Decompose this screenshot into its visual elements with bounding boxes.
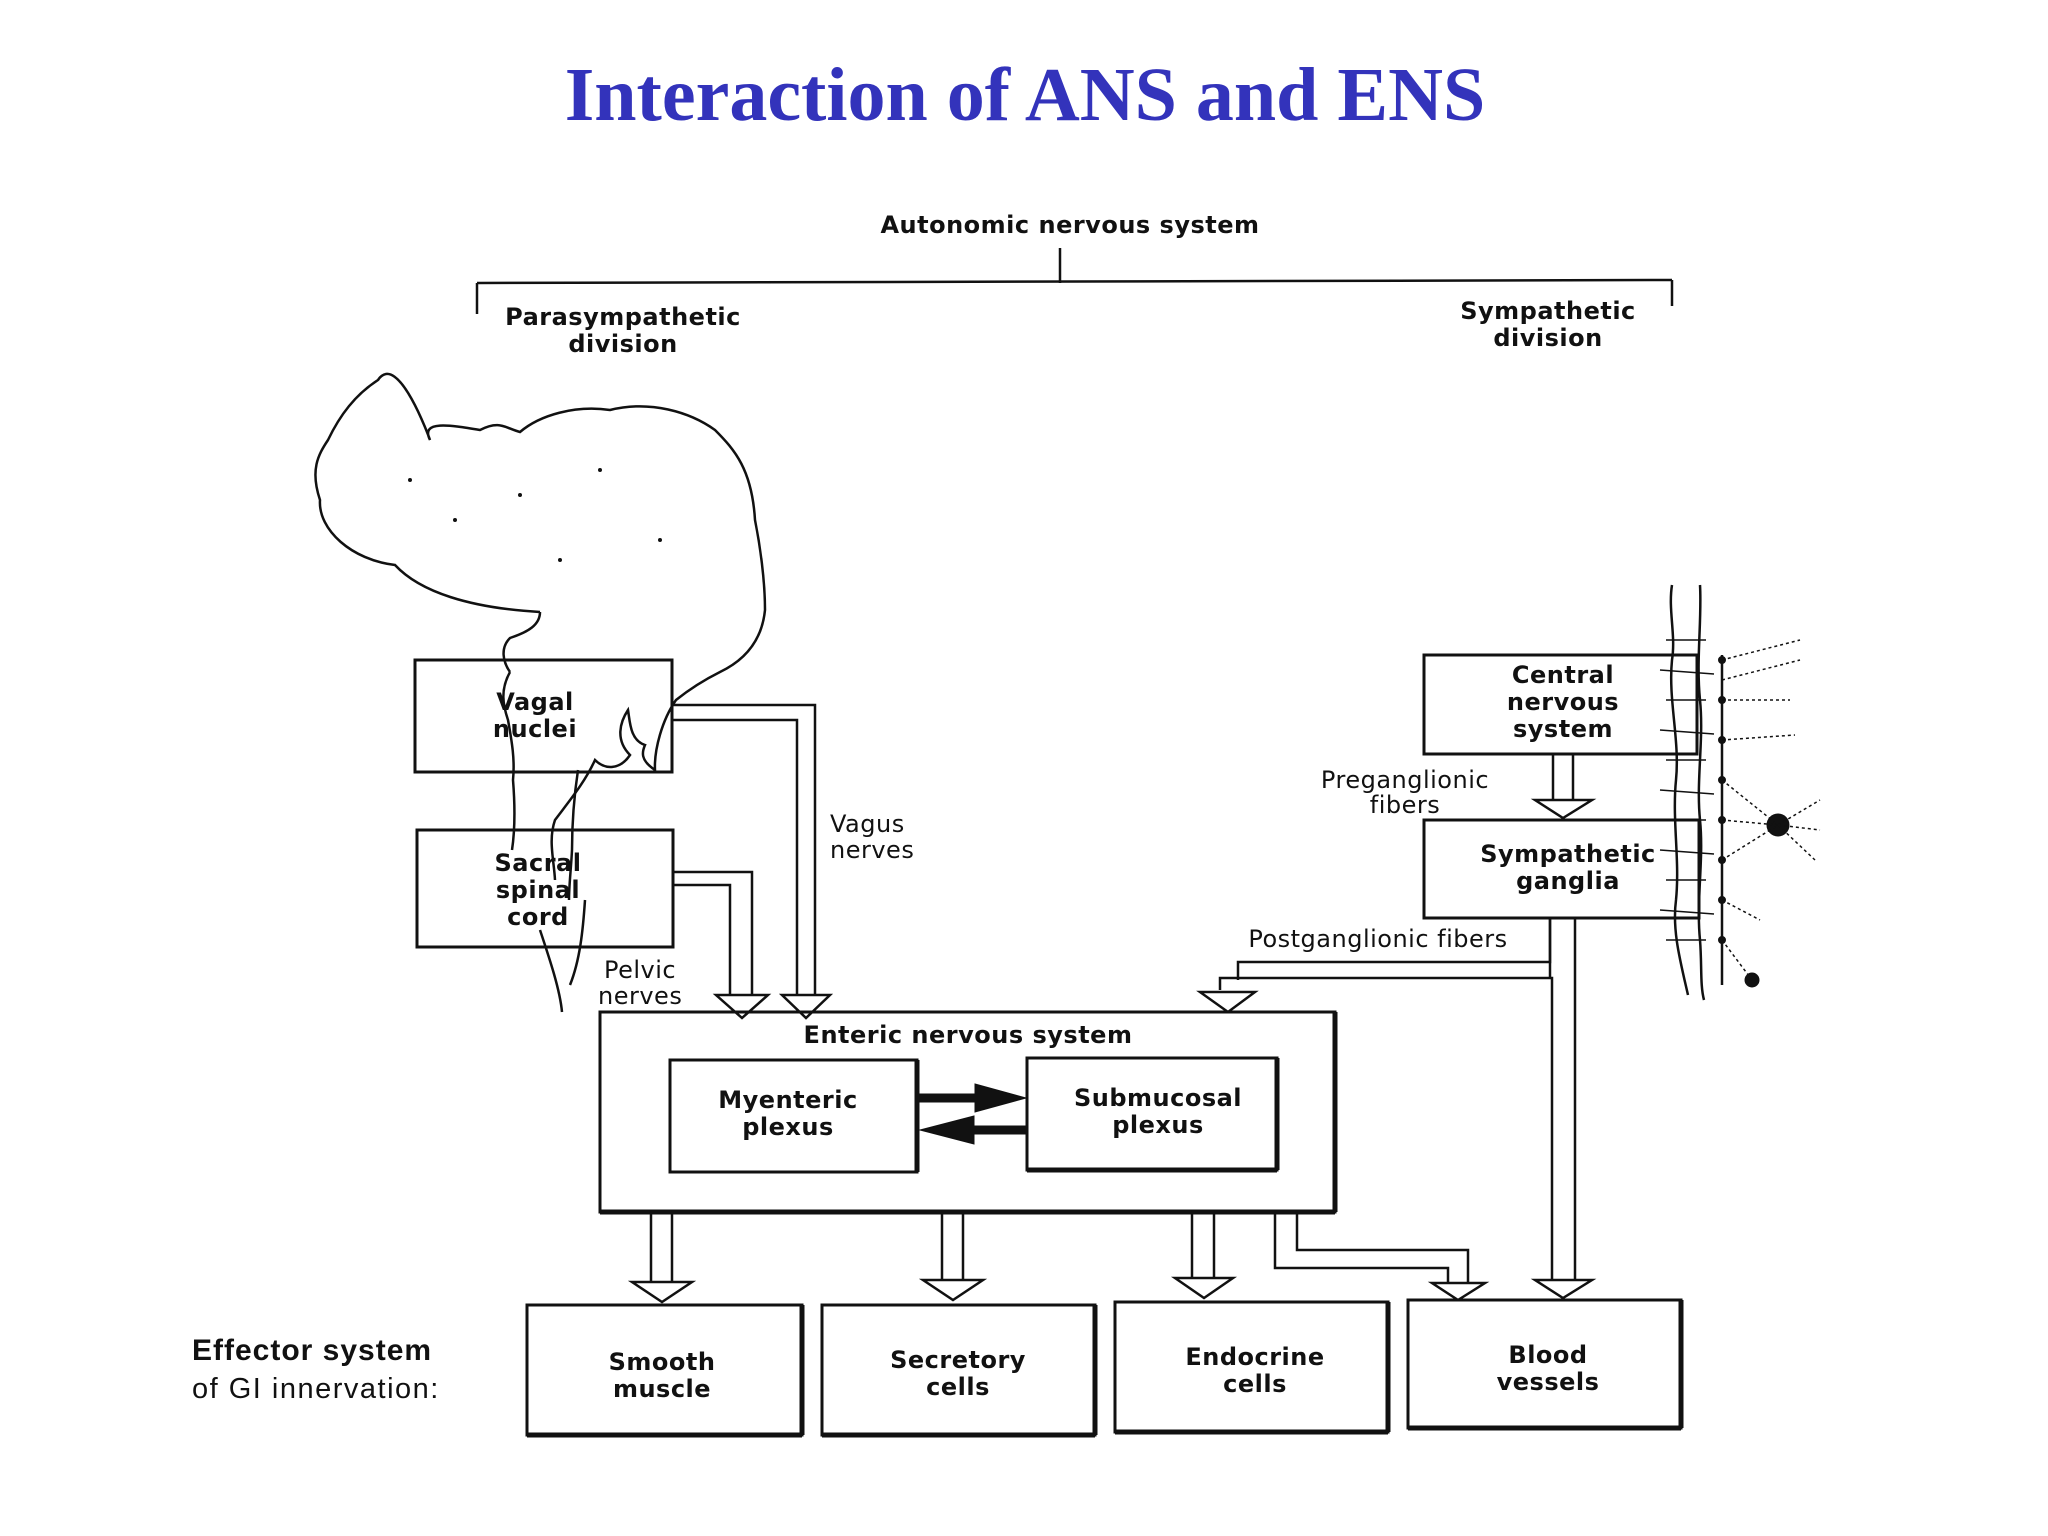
pelvic-label-1: Pelvic [604,956,676,984]
myenteric-label-2: plexus [742,1113,834,1141]
effector-heading-2: of GI innervation: [192,1373,440,1405]
ganglia-label-1: Sympathetic [1480,840,1656,868]
smooth-muscle-label-1: Smooth [609,1348,716,1376]
hierarchy-bracket [475,248,1674,314]
sacral-label-3: cord [507,903,569,931]
vagus-label-2: nerves [830,836,914,864]
effector-blood-vessels-box: Blood vessels [1406,1298,1684,1431]
preganglionic-label-1: Preganglionic [1321,766,1489,794]
effector-smooth-muscle-box: Smooth muscle [525,1303,805,1438]
spinal-chain-icon [1659,584,1821,1001]
sympathetic-label-1: Sympathetic [1460,297,1636,325]
ens-to-blood-vessels-arrow [1273,1214,1490,1302]
cns-label-3: system [1513,715,1613,743]
ans-root-label: Autonomic nervous system [880,211,1259,239]
sacral-spinal-cord-box: Sacral spinal cord [415,828,675,949]
postganglionic-to-ens-connector [1196,918,1552,1014]
ens-to-secretory-arrow [918,1214,988,1302]
parasympathetic-label-1: Parasympathetic [505,303,741,331]
vagal-nuclei-box: Vagal nuclei [413,658,674,774]
parasympathetic-label-2: division [568,330,677,358]
page-title: Interaction of ANS and ENS [565,53,1486,137]
postganglionic-to-blood-vessels-connector [1530,918,1597,1300]
vagal-nuclei-label-2: nuclei [493,715,577,743]
vagal-nuclei-label-1: Vagal [496,688,574,716]
postganglionic-label: Postganglionic fibers [1248,925,1507,953]
vagus-label-1: Vagus [830,810,905,838]
ganglia-label-2: ganglia [1516,867,1620,895]
brain-icon [314,372,767,1013]
cns-label-1: Central [1512,661,1614,689]
effector-endocrine-cells-box: Endocrine cells [1113,1300,1391,1435]
endocrine-label-1: Endocrine [1185,1343,1324,1371]
cns-label-2: nervous [1507,688,1619,716]
cns-box: Central nervous system [1422,653,1699,756]
preganglionic-connector [1530,754,1597,820]
vagus-nerves-connector [673,703,834,1020]
ens-to-smooth-muscle-arrow [627,1214,697,1304]
smooth-muscle-label-2: muscle [613,1375,711,1403]
sacral-label-2: spinal [496,876,580,904]
myenteric-plexus-box: Myenteric plexus [668,1058,920,1174]
ens-to-endocrine-arrow [1170,1214,1238,1300]
endocrine-label-2: cells [1223,1370,1287,1398]
effector-heading-1: Effector system [192,1334,432,1367]
blood-vessels-label-1: Blood [1508,1341,1587,1369]
ens-box: Enteric nervous system [598,1010,1338,1215]
preganglionic-label-2: fibers [1370,791,1441,819]
ens-label: Enteric nervous system [804,1021,1133,1049]
submucosal-label-1: Submucosal [1074,1084,1242,1112]
pelvic-label-2: nerves [598,982,682,1010]
sacral-label-1: Sacral [495,849,582,877]
effector-secretory-cells-box: Secretory cells [820,1303,1098,1438]
submucosal-label-2: plexus [1112,1111,1204,1139]
sympathetic-label-2: division [1493,324,1602,352]
sympathetic-ganglia-box: Sympathetic ganglia [1422,818,1701,920]
plexus-arrows [918,1083,1028,1145]
secretory-label-2: cells [926,1373,990,1401]
submucosal-plexus-box: Submucosal plexus [1025,1056,1280,1173]
blood-vessels-label-2: vessels [1497,1368,1600,1396]
myenteric-label-1: Myenteric [718,1086,857,1114]
pelvic-nerves-connector [673,870,772,1020]
secretory-label-1: Secretory [890,1346,1026,1374]
